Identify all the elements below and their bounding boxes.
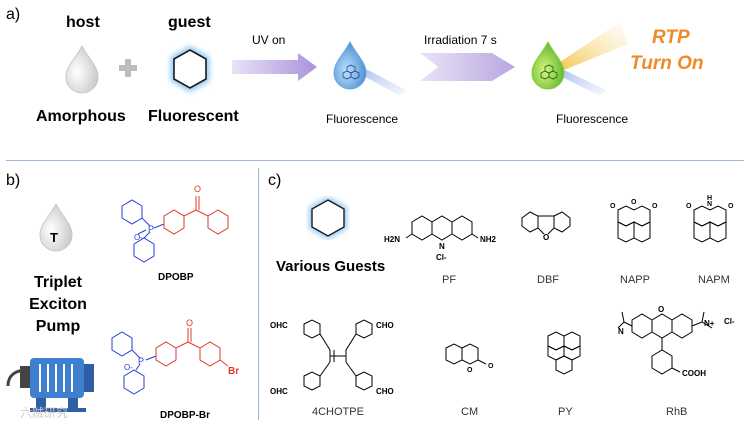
cm-structure: O O [445,343,494,374]
napp-structure: O O O [610,199,658,243]
various-guests-hexagon-icon [309,197,347,239]
guest-name-pf: PF [442,274,457,286]
rhb-atom-cl: Cl- [724,317,735,326]
dpobp-br-structure: O P O- Br [111,318,239,395]
napm-atom-h: H [707,195,712,202]
napp-atom-o3: O [652,203,658,210]
dbf-structure: O [521,211,571,242]
dpobp-br-name: DPOBP-Br [160,410,211,421]
dpobp-atom-ominus: O- [134,233,143,242]
pump-line2: Exciton [29,296,87,313]
guest-name-py: PY [558,406,573,418]
pf-atom-nh2: NH2 [480,235,497,244]
guest-name-rhb: RhB [666,406,688,418]
dpobp-name: DPOBP [158,272,194,283]
dpobp-structure: O P O- [121,184,229,263]
cm-atom-o1: O [467,367,473,374]
rhb-structure: O N N+ Cl- COOH [617,305,735,378]
uv-on-label: UV on [252,33,286,47]
fluorescent-droplet-icon [333,40,406,96]
dpobp-br-atom-br: Br [228,366,239,377]
vertical-divider [258,168,259,420]
dpobp-atom-o: O [194,184,201,194]
napp-atom-o1: O [610,203,616,210]
fluorescent-label: Fluorescent [148,108,239,125]
dpobp-br-atom-o: O [186,318,193,328]
triplet-droplet-icon [39,202,73,252]
rtp-label: RTP [652,27,690,48]
guest-name-napp: NAPP [620,274,650,286]
pf-atom-cl: Cl- [436,253,447,262]
rhb-atom-cooh: COOH [682,369,706,378]
triplet-exciton-pump-label: Triplet Exciton Pump [28,272,88,338]
uv-arrow [232,53,317,81]
fluorescence-label-2: Fluorescence [556,112,629,126]
4chotpe-structure: OHC CHO OHC CHO [270,319,394,396]
pf-atom-h2n: H2N [384,235,400,244]
turn-on-label: Turn On [630,53,704,74]
napm-atom-o1: O [686,203,692,210]
4chotpe-atom-cho1: CHO [376,321,394,330]
host-droplet-icon [65,44,99,94]
pf-structure: H2N NH2 N Cl- [384,215,497,262]
guest-name-dbf: DBF [537,274,559,286]
napm-structure: H N O O [686,195,734,243]
napp-atom-o2: O [631,199,637,206]
rtp-droplet-icon [531,22,628,96]
pump-motor-icon [6,358,94,412]
amorphous-label: Amorphous [36,108,126,125]
dbf-atom-o: O [543,233,549,242]
plus-icon [119,59,137,77]
napm-atom-n: N [707,201,712,208]
watermark: 六贼研究 [20,406,69,420]
napm-atom-o2: O [728,203,734,210]
fluorescence-label-1: Fluorescence [326,112,399,126]
triplet-letter: T [50,230,58,245]
guest-name-napm: NAPM [698,274,730,286]
various-guests-label: Various Guests [276,258,386,275]
rhb-atom-o: O [658,305,664,314]
4chotpe-atom-cho2: CHO [376,387,394,396]
pump-line3: Pump [35,318,81,335]
guest-hexagon-icon [171,46,209,92]
dpobp-atom-p: P [148,224,154,234]
panel-a-label: a) [6,6,21,23]
pf-atom-n: N [439,242,445,251]
dpobp-br-atom-ominus: O- [124,363,133,372]
4chotpe-atom-ohc1: OHC [270,321,288,330]
horizontal-divider [6,160,744,161]
irradiation-arrow [420,53,515,81]
rhb-atom-n: N [618,327,624,336]
irradiation-label: Irradiation 7 s [424,33,497,47]
4chotpe-atom-ohc2: OHC [270,387,288,396]
py-structure [547,331,581,375]
rhb-atom-nplus: N+ [704,319,715,328]
host-label: host [66,14,100,31]
guest-name-cm: CM [461,406,479,418]
cm-atom-o2: O [488,363,494,370]
panel-c-label: c) [268,172,282,189]
dpobp-br-atom-p: P [138,356,144,366]
guest-name-4chotpe: 4CHOTPE [312,406,364,418]
guest-label: guest [168,14,211,31]
pump-line1: Triplet [33,274,82,291]
panel-b-label: b) [6,172,21,189]
